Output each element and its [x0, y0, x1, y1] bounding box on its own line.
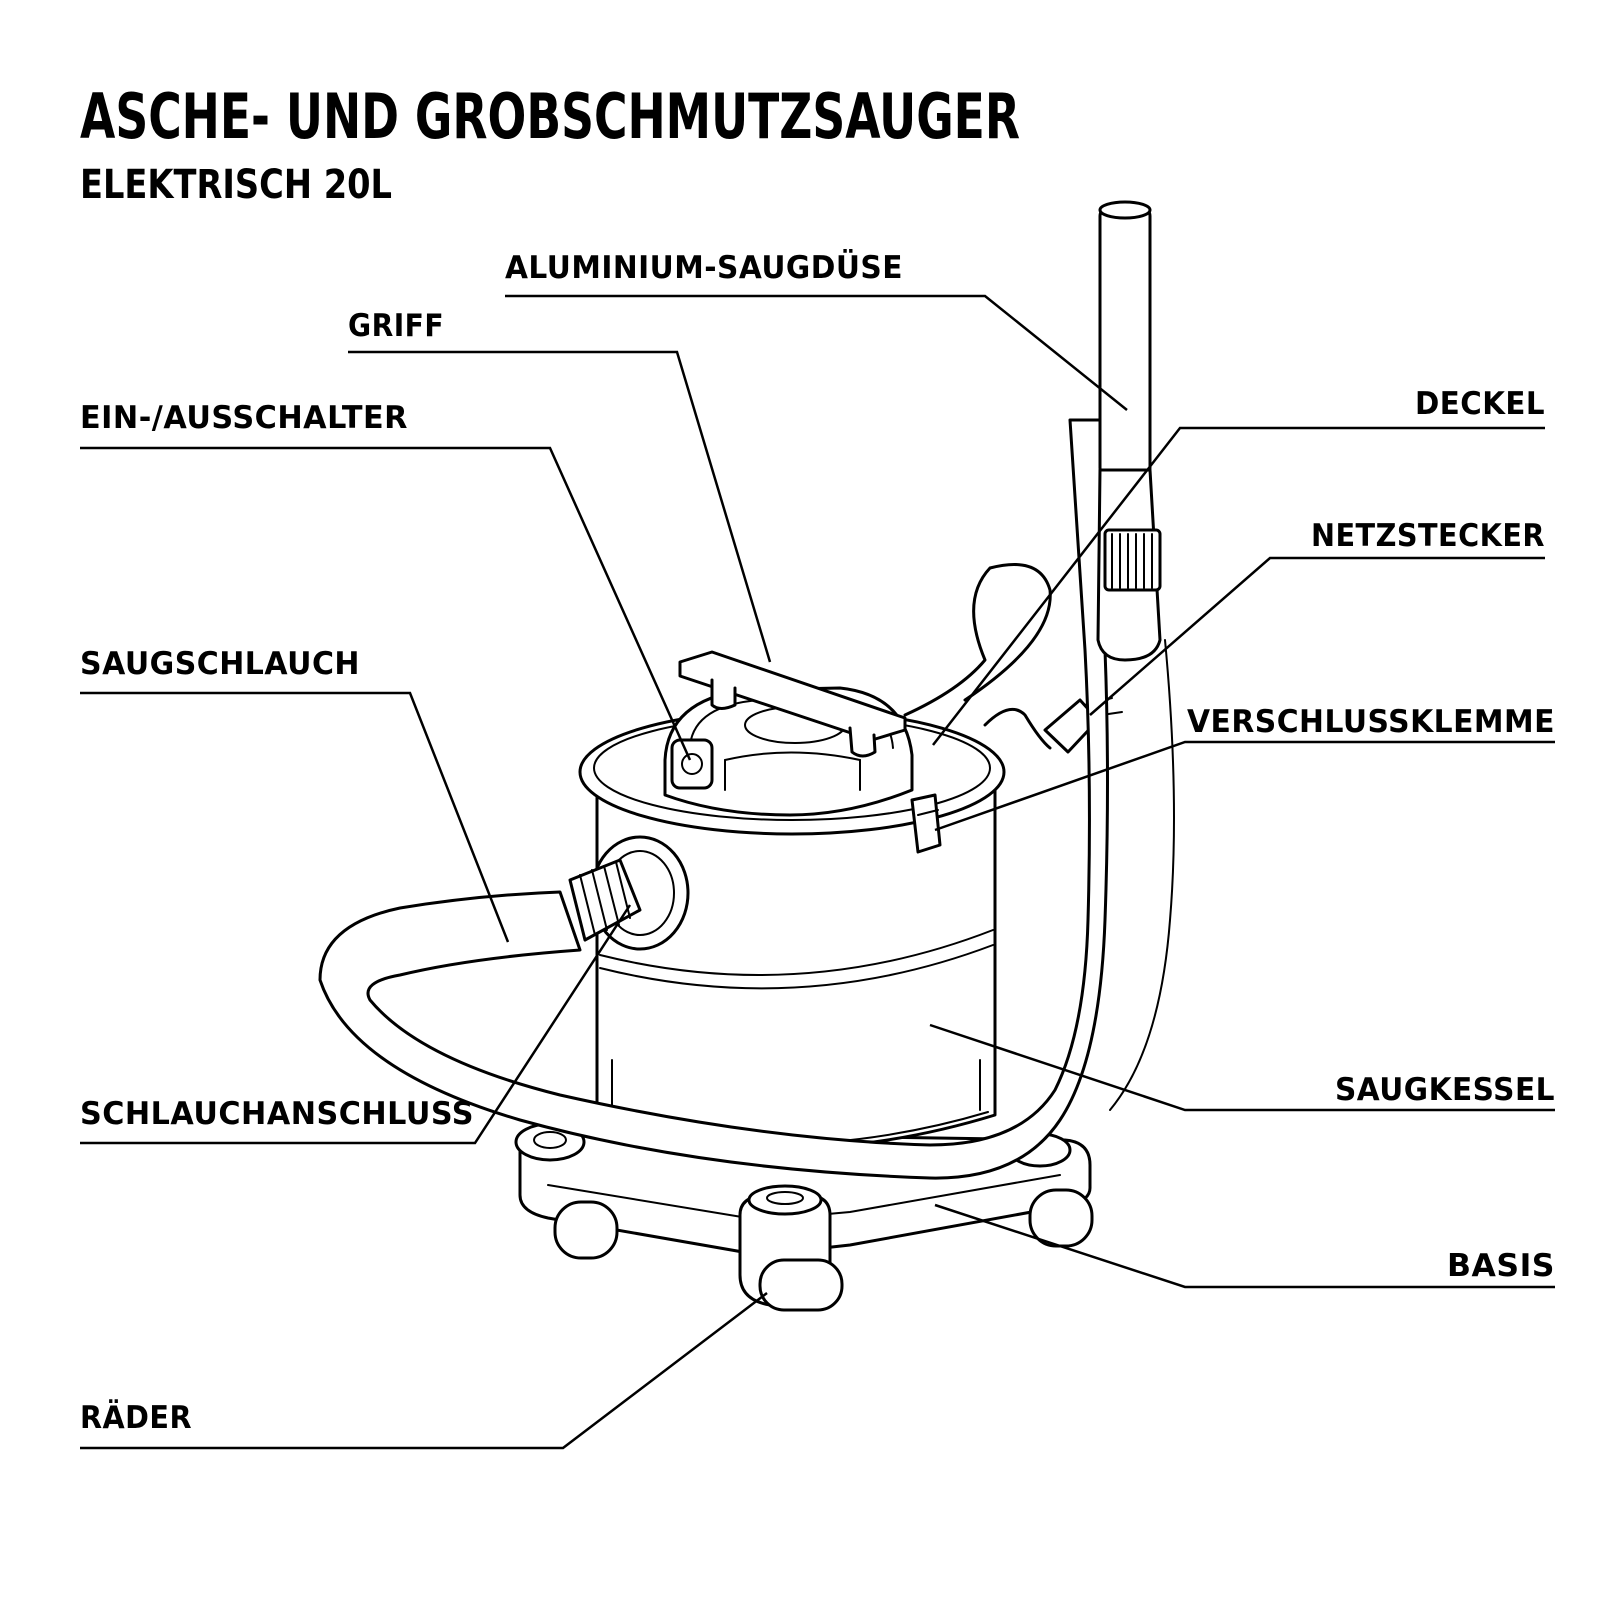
labels: ALUMINIUM-SAUGDÜSE GRIFF EIN-/AUSSCHALTE…	[80, 249, 1555, 1436]
leader-base	[934, 1203, 1555, 1289]
wheels-drawing	[553, 1184, 1094, 1312]
label-clamp: VERSCHLUSSKLEMME	[1187, 704, 1555, 740]
leader-switch	[80, 446, 692, 761]
label-switch: EIN-/AUSSCHALTER	[80, 400, 408, 436]
suction-hose-drawing	[318, 200, 1175, 1180]
hose-connector-drawing	[568, 835, 690, 951]
label-hose: SAUGSCHLAUCH	[80, 646, 360, 682]
label-wheels: RÄDER	[80, 1400, 192, 1436]
leader-lines	[80, 294, 1555, 1450]
leader-lid	[932, 426, 1545, 746]
leader-hose-connector	[80, 904, 632, 1145]
vacuum-illustration	[318, 200, 1175, 1312]
leader-wheels	[80, 1292, 768, 1450]
label-handle: GRIFF	[348, 308, 444, 344]
label-base: BASIS	[1447, 1248, 1555, 1284]
label-nozzle: ALUMINIUM-SAUGDÜSE	[505, 249, 903, 286]
leader-hose	[80, 691, 510, 943]
clamp-drawing	[910, 793, 942, 854]
label-lid: DECKEL	[1415, 386, 1545, 422]
label-tank: SAUGKESSEL	[1335, 1072, 1555, 1108]
diagram-title: ASCHE- UND GROBSCHMUTZSAUGER	[80, 80, 1020, 153]
leader-clamp	[934, 740, 1555, 832]
leader-handle	[348, 350, 772, 663]
leader-tank	[929, 1023, 1555, 1112]
leader-nozzle	[505, 294, 1128, 411]
label-hose-connector: SCHLAUCHANSCHLUSS	[80, 1096, 474, 1132]
handle-drawing	[678, 650, 907, 758]
diagram-subtitle: ELEKTRISCH 20L	[80, 162, 392, 208]
label-plug: NETZSTECKER	[1311, 518, 1545, 554]
leader-plug	[1089, 556, 1545, 716]
